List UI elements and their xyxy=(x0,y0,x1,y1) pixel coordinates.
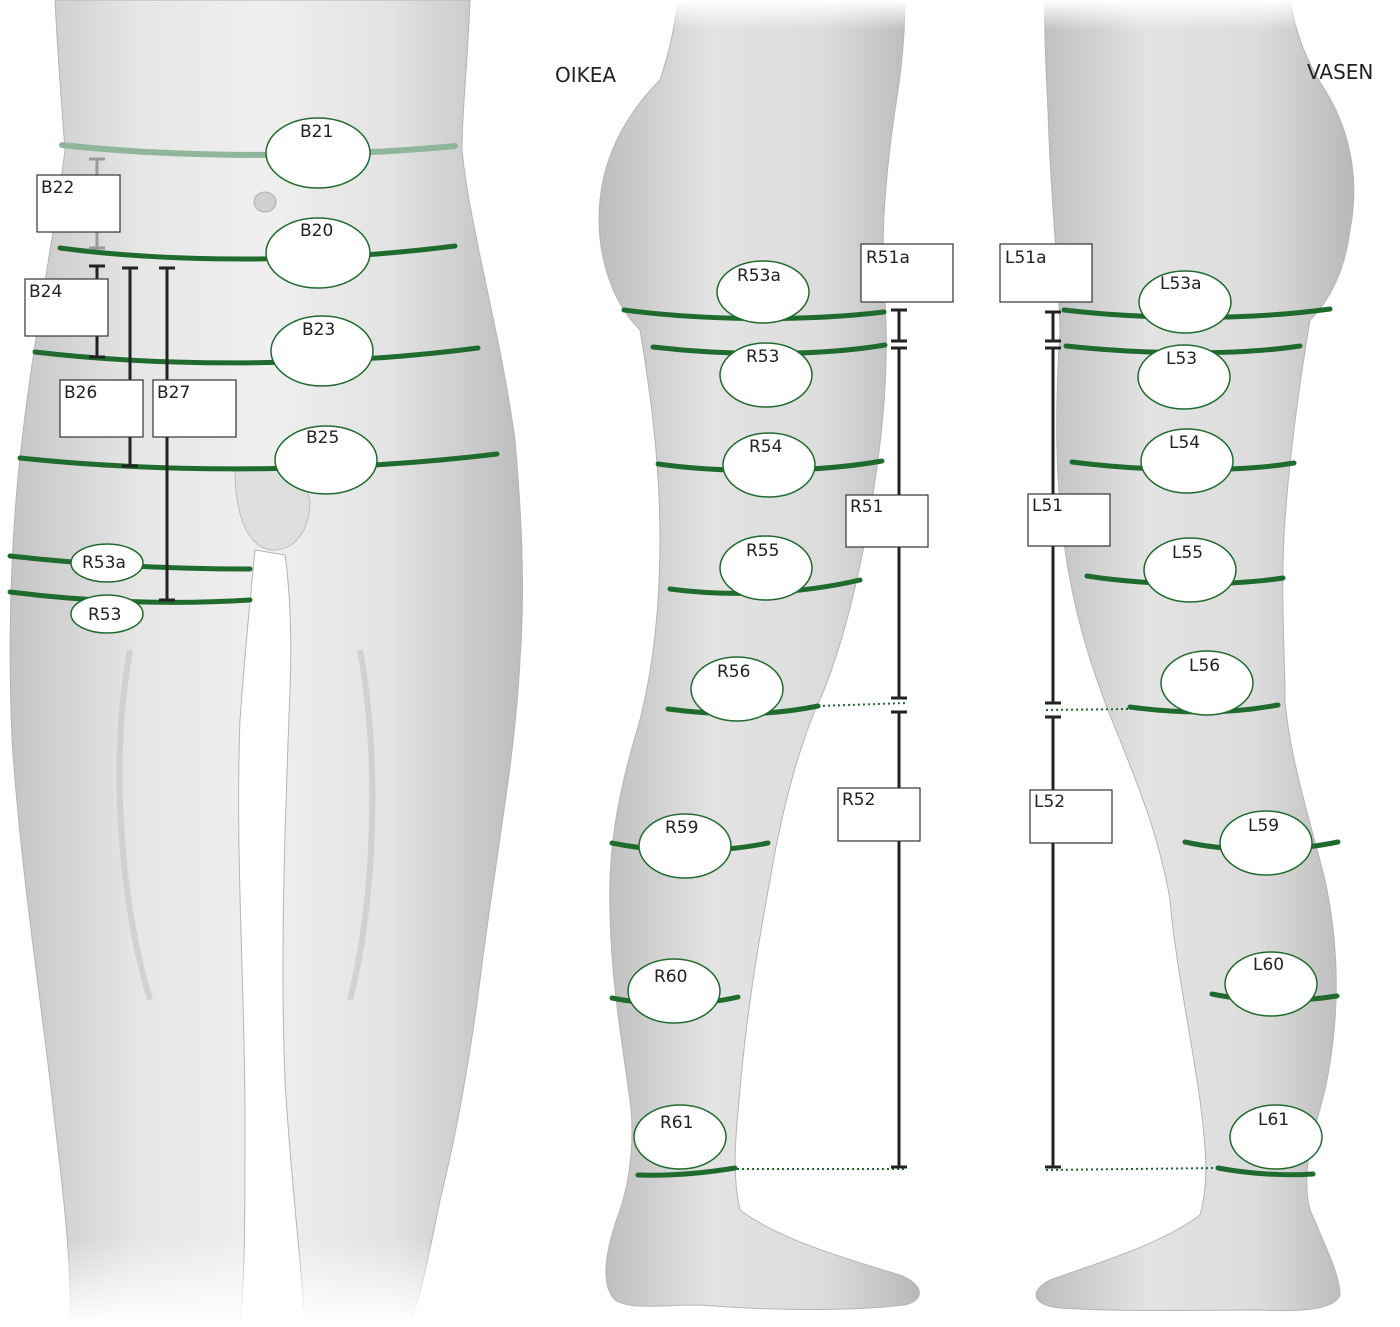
oval-l56-text: L56 xyxy=(1189,656,1220,676)
oval-r53a-front-text: R53a xyxy=(82,553,126,573)
oval-l54: L54 xyxy=(1141,429,1233,493)
right-leg-silhouette xyxy=(590,0,920,1310)
oval-l53a-text: L53a xyxy=(1160,274,1202,294)
oval-b20-text: B20 xyxy=(300,221,333,241)
oval-r59-text: R59 xyxy=(665,818,698,838)
box-r51a-text: R51a xyxy=(866,248,910,268)
oval-l60-text: L60 xyxy=(1253,955,1284,975)
bracket-l51a xyxy=(1045,312,1061,341)
oval-l53a: L53a xyxy=(1139,271,1231,333)
oval-l53-text: L53 xyxy=(1166,349,1197,369)
box-b24: B24 xyxy=(25,279,108,336)
oval-r56-text: R56 xyxy=(717,662,750,682)
box-l51-text: L51 xyxy=(1032,496,1063,516)
oval-r54: R54 xyxy=(723,433,815,497)
oval-l61: L61 xyxy=(1230,1105,1322,1169)
oval-r61: R61 xyxy=(634,1105,726,1169)
guide-knee-right xyxy=(818,703,907,706)
oval-l54-text: L54 xyxy=(1169,433,1200,453)
bracket-r52 xyxy=(891,712,907,1167)
oval-r53-front: R53 xyxy=(71,595,143,633)
box-b22: B22 xyxy=(37,175,120,232)
box-r51-text: R51 xyxy=(850,497,883,517)
box-r51a: R51a xyxy=(861,244,953,302)
oval-r61-text: R61 xyxy=(660,1113,693,1133)
oval-r56: R56 xyxy=(691,657,783,721)
oval-r53: R53 xyxy=(720,343,812,407)
bracket-l52 xyxy=(1045,717,1061,1167)
oval-l59-text: L59 xyxy=(1248,816,1279,836)
box-b26: B26 xyxy=(60,380,143,437)
box-b27: B27 xyxy=(153,380,236,437)
oval-l55: L55 xyxy=(1144,538,1236,602)
oval-r59: R59 xyxy=(639,814,731,878)
oval-r55-text: R55 xyxy=(746,541,779,561)
oval-b20: B20 xyxy=(266,218,370,288)
oval-b25-text: B25 xyxy=(306,428,339,448)
oval-l53: L53 xyxy=(1138,345,1230,409)
oval-r53-front-text: R53 xyxy=(88,605,121,625)
right-side-label: OIKEA xyxy=(555,63,616,87)
box-b26-text: B26 xyxy=(64,383,97,403)
box-b24-text: B24 xyxy=(29,282,62,302)
box-r52-text: R52 xyxy=(842,790,875,810)
oval-b25: B25 xyxy=(275,426,377,494)
box-l52-text: L52 xyxy=(1034,792,1065,812)
oval-r53a-text: R53a xyxy=(737,266,781,286)
bracket-r51a xyxy=(891,310,907,341)
oval-r53a-front: R53a xyxy=(71,544,143,582)
box-l51a-text: L51a xyxy=(1005,248,1047,268)
oval-b21: B21 xyxy=(266,118,370,188)
guide-knee-left xyxy=(1046,709,1130,710)
guide-ankle-left xyxy=(1046,1168,1218,1170)
oval-l61-text: L61 xyxy=(1258,1110,1289,1130)
oval-r60: R60 xyxy=(628,959,720,1023)
oval-l55-text: L55 xyxy=(1172,543,1203,563)
box-b27-text: B27 xyxy=(157,383,190,403)
oval-l60: L60 xyxy=(1225,952,1317,1016)
oval-b21-text: B21 xyxy=(300,122,333,142)
oval-l59: L59 xyxy=(1220,811,1312,875)
box-l51: L51 xyxy=(1028,494,1110,546)
box-l52: L52 xyxy=(1030,790,1112,843)
oval-r53a: R53a xyxy=(717,261,809,323)
oval-r55: R55 xyxy=(720,536,812,600)
oval-r53-text: R53 xyxy=(746,347,779,367)
oval-r54-text: R54 xyxy=(749,437,782,457)
oval-r60-text: R60 xyxy=(654,967,687,987)
box-b22-text: B22 xyxy=(41,178,74,198)
box-r51: R51 xyxy=(846,495,928,547)
oval-l56: L56 xyxy=(1161,651,1253,715)
left-side-label: VASEN xyxy=(1307,60,1373,84)
right-leg-brackets xyxy=(891,310,907,1167)
box-r52: R52 xyxy=(838,788,920,841)
box-l51a: L51a xyxy=(1000,244,1092,302)
oval-b23: B23 xyxy=(271,316,373,386)
oval-b23-text: B23 xyxy=(302,320,335,340)
